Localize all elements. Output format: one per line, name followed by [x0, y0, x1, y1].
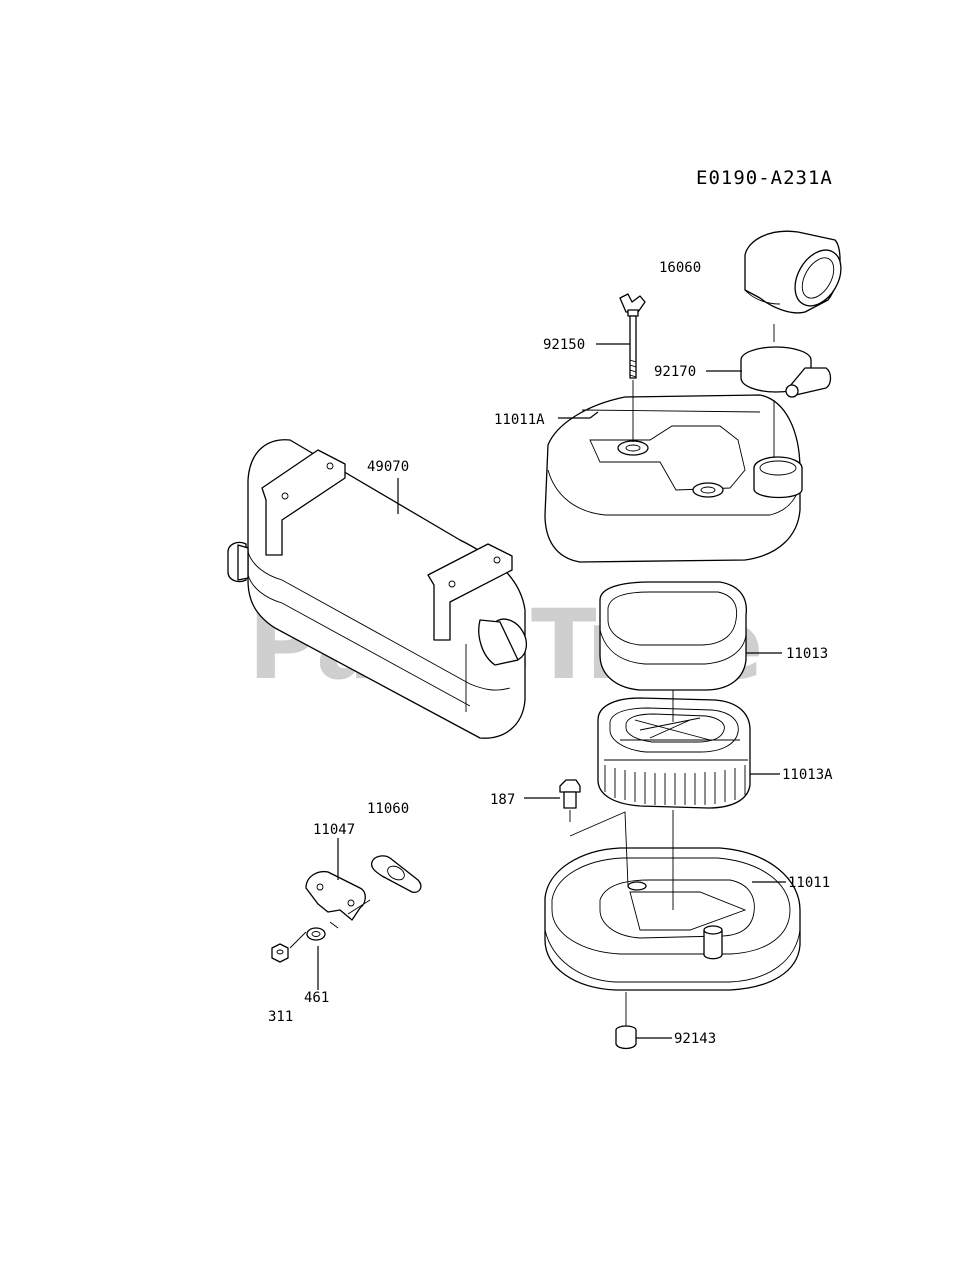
bolt-part-187[interactable]	[559, 779, 581, 809]
part-label-311[interactable]: 311	[268, 1009, 293, 1025]
part-label-11047[interactable]: 11047	[313, 822, 355, 838]
part-label-92143[interactable]: 92143	[674, 1031, 716, 1047]
part-label-92150[interactable]: 92150	[543, 337, 585, 353]
elbow-part-16060[interactable]	[744, 230, 850, 314]
cover-part-11011A[interactable]	[544, 394, 803, 563]
muffler-part-49070[interactable]	[227, 439, 534, 739]
part-label-11011A[interactable]: 11011A	[494, 412, 545, 428]
diagram-code: E0190-A231A	[696, 167, 833, 189]
bracket-part-11047[interactable]	[305, 870, 366, 921]
nut-part-311[interactable]	[271, 943, 289, 963]
washer-part-461[interactable]	[306, 927, 326, 941]
gasket-part-11060[interactable]	[370, 855, 422, 893]
part-label-187[interactable]: 187	[490, 792, 515, 808]
part-label-461[interactable]: 461	[304, 990, 329, 1006]
part-label-11011[interactable]: 11011	[788, 875, 830, 891]
part-labels: 16060 92150 92170 11011A 49070 11013 110…	[268, 260, 833, 1047]
part-label-11013A[interactable]: 11013A	[782, 767, 833, 783]
filter-element-part-11013A[interactable]	[597, 697, 751, 809]
part-label-49070[interactable]: 49070	[367, 459, 409, 475]
air-cleaner-base-part-11011[interactable]	[544, 847, 801, 991]
part-label-11013[interactable]: 11013	[786, 646, 828, 662]
part-label-11060[interactable]: 11060	[367, 801, 409, 817]
nut-part-92143[interactable]	[615, 1025, 637, 1050]
part-label-92170[interactable]: 92170	[654, 364, 696, 380]
wing-bolt-part-92150[interactable]	[619, 293, 646, 379]
part-label-16060[interactable]: 16060	[659, 260, 701, 276]
clamp-part-92170[interactable]	[740, 346, 832, 398]
pre-cleaner-part-11013[interactable]	[599, 581, 748, 691]
leader-lines	[289, 324, 786, 1039]
